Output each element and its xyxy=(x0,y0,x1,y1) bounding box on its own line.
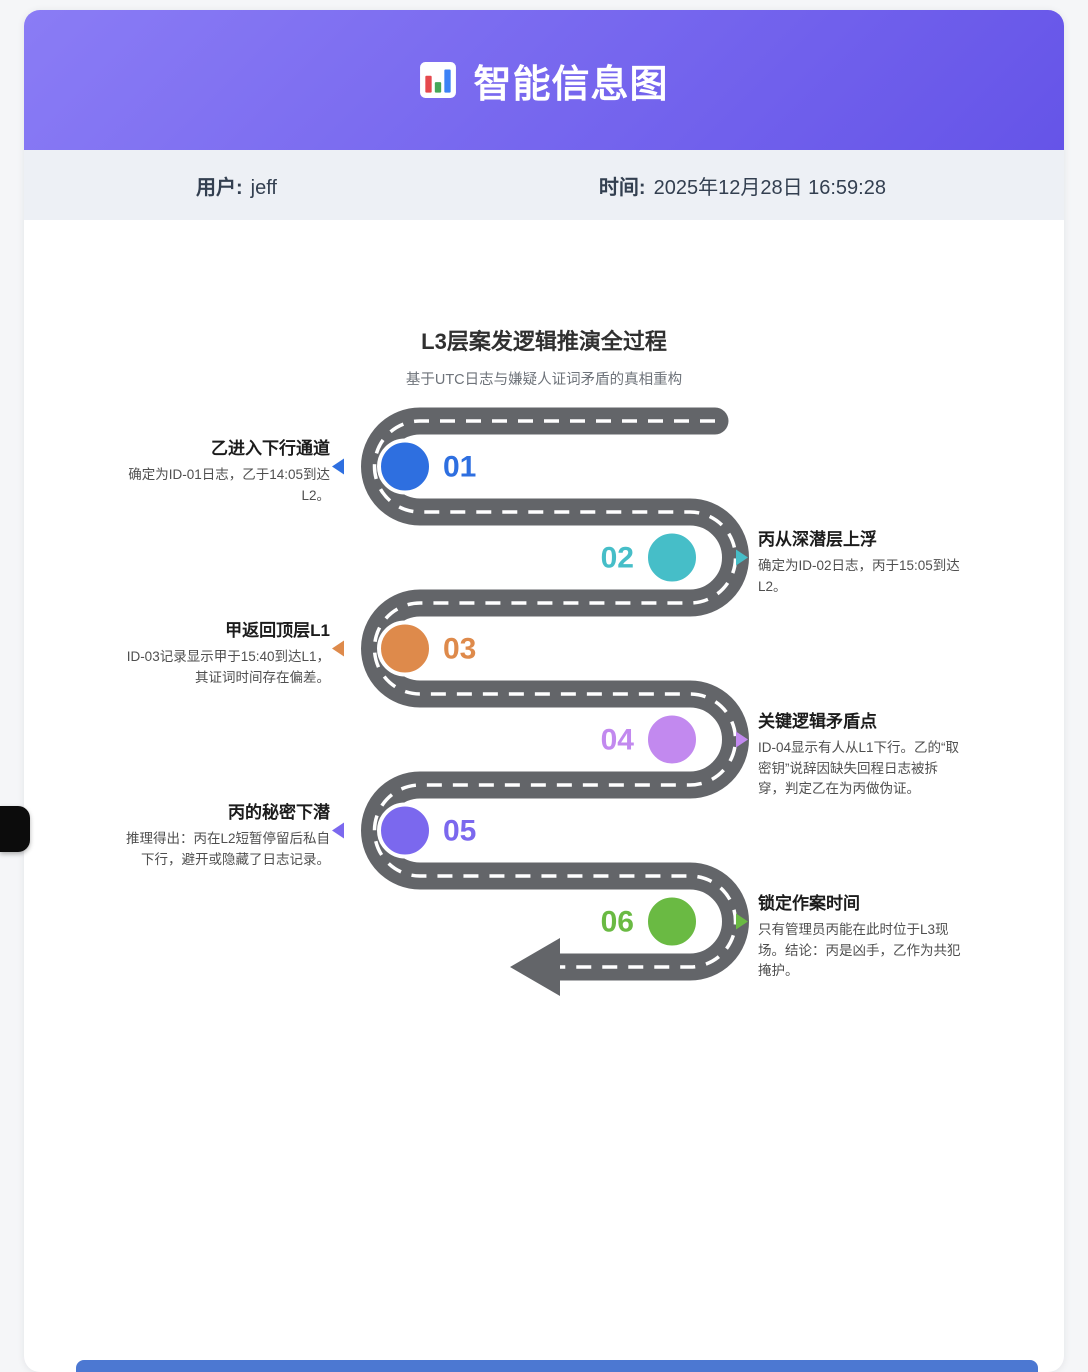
infographic-canvas: L3层案发逻辑推演全过程 基于UTC日志与嫌疑人证词矛盾的真相重构 01 02 xyxy=(24,220,1064,1360)
step-title: 锁定作案时间 xyxy=(758,894,860,913)
step-node-01: 01 xyxy=(332,438,476,495)
side-panel-toggle[interactable] xyxy=(0,806,30,852)
step-circle xyxy=(644,529,700,586)
step-number: 05 xyxy=(443,815,476,848)
step-number: 04 xyxy=(601,724,635,757)
step-label-02: 丙从深潜层上浮 确定为ID-02日志，丙于15:05到达L2。 xyxy=(758,525,963,597)
step-desc: ID-04显示有人从L1下行。乙的“取密钥”说辞因缺失回程日志被拆穿，判定乙在为… xyxy=(758,740,960,797)
step-circle xyxy=(377,620,433,677)
user-label: 用户: xyxy=(196,176,243,199)
user-info: 用户: jeff xyxy=(196,171,277,200)
step-pointer-left-icon xyxy=(332,640,344,657)
step-circle xyxy=(644,893,700,950)
step-circle xyxy=(644,711,700,768)
step-label-06: 锁定作案时间 只有管理员丙能在此时位于L3现场。结论：丙是凶手，乙作为共犯掩护。 xyxy=(758,889,963,982)
infographic-title: L3层案发逻辑推演全过程 xyxy=(421,329,667,354)
step-title: 甲返回顶层L1 xyxy=(225,621,330,640)
step-label-03: 甲返回顶层L1 ID-03记录显示甲于15:40到达L1，其证词时间存在偏差。 xyxy=(125,616,330,688)
road-path xyxy=(375,421,736,967)
step-title: 关键逻辑矛盾点 xyxy=(758,712,877,731)
step-title: 丙从深潜层上浮 xyxy=(758,530,877,549)
user-value: jeff xyxy=(250,176,277,199)
step-label-01: 乙进入下行通道 确定为ID-01日志，乙于14:05到达L2。 xyxy=(125,434,330,506)
step-desc: 确定为ID-01日志，乙于14:05到达L2。 xyxy=(128,467,330,503)
step-desc: ID-03记录显示甲于15:40到达L1，其证词时间存在偏差。 xyxy=(126,649,330,685)
step-label-04: 关键逻辑矛盾点 ID-04显示有人从L1下行。乙的“取密钥”说辞因缺失回程日志被… xyxy=(758,707,963,800)
step-number: 02 xyxy=(601,542,634,575)
step-node-04: 04 xyxy=(601,711,748,768)
info-bar: 用户: jeff 时间: 2025年12月28日 16:59:28 xyxy=(24,150,1064,220)
bar-chart-icon xyxy=(419,61,457,99)
step-pointer-right-icon xyxy=(736,731,748,748)
step-title: 乙进入下行通道 xyxy=(211,439,330,458)
step-label-05: 丙的秘密下潜 推理得出：丙在L2短暂停留后私自下行，避开或隐藏了日志记录。 xyxy=(125,798,330,870)
step-number: 03 xyxy=(443,633,476,666)
step-node-05: 05 xyxy=(332,802,476,859)
step-title: 丙的秘密下潜 xyxy=(228,803,330,822)
step-circle xyxy=(377,802,433,859)
step-desc: 只有管理员丙能在此时位于L3现场。结论：丙是凶手，乙作为共犯掩护。 xyxy=(758,922,961,979)
step-pointer-left-icon xyxy=(332,458,344,475)
road-timeline: 01 02 03 04 xyxy=(332,220,1064,996)
step-node-06: 06 xyxy=(601,893,748,950)
step-number: 06 xyxy=(601,906,634,939)
step-number: 01 xyxy=(443,451,476,484)
infographic-card: 智能信息图 用户: jeff 时间: 2025年12月28日 16:59:28 L3… xyxy=(24,10,1064,1372)
step-desc: 确定为ID-02日志，丙于15:05到达L2。 xyxy=(758,558,960,594)
bottom-strip xyxy=(76,1360,1038,1372)
time-value: 2025年12月28日 16:59:28 xyxy=(653,176,886,199)
step-circle xyxy=(377,438,433,495)
step-node-03: 03 xyxy=(332,620,476,677)
step-pointer-left-icon xyxy=(332,822,344,839)
time-label: 时间: xyxy=(598,176,646,199)
app-title: 智能信息图 xyxy=(473,63,669,106)
step-desc: 推理得出：丙在L2短暂停留后私自下行，避开或隐藏了日志记录。 xyxy=(125,831,330,867)
step-pointer-right-icon xyxy=(736,549,748,566)
time-info: 时间: 2025年12月28日 16:59:28 xyxy=(599,171,886,200)
infographic-subtitle: 基于UTC日志与嫌疑人证词矛盾的真相重构 xyxy=(405,372,683,388)
road-arrowhead-icon xyxy=(510,938,560,996)
step-pointer-right-icon xyxy=(736,913,748,930)
step-node-02: 02 xyxy=(601,529,748,586)
header: 智能信息图 xyxy=(24,10,1064,150)
